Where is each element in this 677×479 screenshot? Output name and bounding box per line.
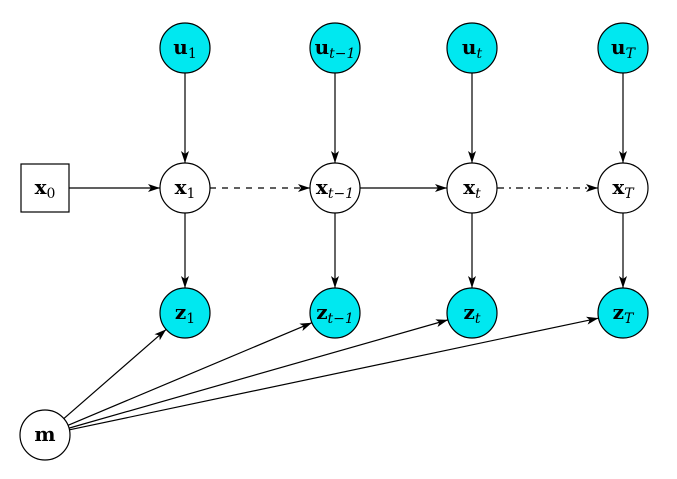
- node-zT-label: zT: [613, 300, 635, 327]
- node-uT-label: uT: [611, 35, 637, 62]
- node-z1-shape: [159, 287, 211, 339]
- node-zt-label: zt: [464, 300, 481, 327]
- node-xt-shape: [446, 162, 498, 214]
- node-xt1-label: xt−1: [316, 175, 354, 202]
- node-uT-shape: [597, 22, 649, 74]
- node-u1-label: u1: [173, 35, 196, 62]
- node-x1: x1: [159, 162, 211, 214]
- node-u1: u1: [159, 22, 211, 74]
- node-zt1-label: zt−1: [316, 300, 354, 327]
- node-m-label: m: [34, 422, 55, 446]
- node-layer: x0 u1 ut−1 ut uT x1 xt−1 xt xT z1 zt−1 zt zT m: [19, 22, 649, 461]
- node-zt1: zt−1: [309, 287, 361, 339]
- node-z1: z1: [159, 287, 211, 339]
- node-zt-shape: [446, 287, 498, 339]
- node-m: m: [19, 409, 71, 461]
- edge-m-to-z1: [63, 328, 167, 420]
- node-zT: zT: [597, 287, 649, 339]
- node-ut-label: ut: [462, 35, 483, 62]
- node-ut1-shape: [309, 22, 361, 74]
- node-x0-label: x0: [35, 175, 56, 202]
- node-x0-shape: [20, 163, 70, 213]
- node-xT-label: xT: [612, 175, 635, 202]
- node-xT-shape: [597, 162, 649, 214]
- node-uT: uT: [597, 22, 649, 74]
- node-x1-shape: [159, 162, 211, 214]
- node-m-shape: [19, 409, 71, 461]
- node-xt-label: xt: [463, 175, 481, 202]
- node-x1-label: x1: [175, 175, 196, 202]
- node-zT-shape: [597, 287, 649, 339]
- edge-layer: [63, 73, 627, 431]
- edge-m-to-zT: [69, 316, 599, 431]
- node-zt1-shape: [309, 287, 361, 339]
- node-ut-shape: [446, 22, 498, 74]
- edge-m-to-zt: [68, 319, 449, 429]
- node-z1-label: z1: [175, 300, 195, 327]
- node-ut1-label: ut−1: [315, 35, 356, 62]
- edge-m-to-zt1: [67, 322, 313, 426]
- node-xT: xT: [597, 162, 649, 214]
- node-ut: ut: [446, 22, 498, 74]
- node-xt1-shape: [309, 162, 361, 214]
- node-x0: x0: [20, 163, 70, 213]
- node-zt: zt: [446, 287, 498, 339]
- node-xt: xt: [446, 162, 498, 214]
- node-xt1: xt−1: [309, 162, 361, 214]
- node-ut1: ut−1: [309, 22, 361, 74]
- node-u1-shape: [159, 22, 211, 74]
